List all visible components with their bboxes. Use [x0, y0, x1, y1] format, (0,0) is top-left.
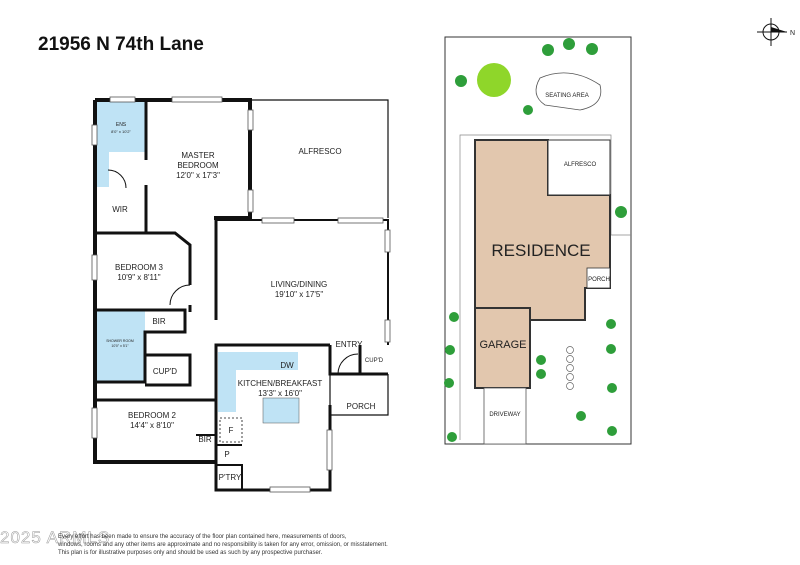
label-bir-2: BIR [198, 435, 212, 444]
porch-outline [329, 374, 389, 416]
kitchen-island [262, 397, 300, 424]
label-entry: ENTRY [336, 340, 364, 349]
label-shower-dim: 10'0" x 5'1" [111, 344, 129, 348]
fridge [219, 417, 243, 443]
alfresco-outline [250, 99, 389, 218]
ensuite-area [97, 102, 145, 152]
label-shower: SHOWER ROOM [106, 339, 134, 343]
label-master: MASTER [181, 151, 215, 160]
wall [196, 434, 243, 490]
door-swing [107, 169, 359, 375]
seating-area [535, 72, 602, 111]
label-cupd: CUP'D [153, 367, 177, 376]
site-label-garage: GARAGE [479, 339, 526, 351]
label-porch: PORCH [347, 402, 376, 411]
disclaimer-line: This plan is for illustrative purposes o… [58, 550, 323, 556]
wall [93, 100, 216, 464]
windows [91, 96, 391, 493]
trees [444, 38, 627, 442]
disclaimer: Every effort has been made to ensure the… [20, 533, 438, 557]
site-label-alfresco: ALFRESCO [564, 162, 597, 168]
label-wir: WIR [112, 205, 128, 214]
label-pantry-p: P [224, 450, 229, 459]
label-bed2-dim: 14'4" x 8'10" [130, 421, 174, 430]
north-arrow-icon: N [757, 18, 795, 46]
label-living-dim: 19'10" x 17'5" [275, 290, 323, 299]
watermark: 2025 ARMLS [0, 528, 111, 548]
big-tree [477, 63, 511, 97]
kitchen-bench-side [218, 352, 236, 412]
disclaimer-line: Every effort has been made to ensure the… [58, 534, 347, 540]
wall [95, 308, 192, 387]
wall [95, 231, 192, 312]
label-alfresco: ALFRESCO [298, 147, 341, 156]
garage-shape [474, 307, 531, 389]
label-ptry: P'TRY [219, 473, 242, 482]
disclaimer-line: windows, rooms and any other items are a… [58, 542, 388, 548]
stepping-stones [566, 346, 574, 390]
shower-room-area [97, 310, 145, 382]
north-label: N [790, 30, 795, 37]
site-label-residence: RESIDENCE [491, 241, 590, 260]
label-dw: DW [280, 361, 294, 370]
label-cupd-2: CUP'D [365, 358, 384, 364]
site-label-driveway: DRIVEWAY [489, 412, 520, 418]
label-kitchen: KITCHEN/BREAKFAST [238, 379, 323, 388]
label-bed3-dim: 10'9" x 8'11" [117, 273, 160, 282]
label-bir: BIR [152, 317, 166, 326]
label-ens-dim: 8'0" x 10'2" [111, 129, 131, 134]
site-label-porch: PORCH [588, 277, 610, 283]
label-bed3: BEDROOM 3 [115, 263, 164, 272]
label-master-2: BEDROOM [177, 161, 219, 170]
label-fridge: F [229, 426, 234, 435]
kitchen-bench [218, 352, 298, 370]
label-living: LIVING/DINING [271, 280, 327, 289]
label-ens: ENS [116, 122, 127, 128]
label-kitchen-dim: 13'3" x 16'0" [258, 389, 302, 398]
label-bed2: BEDROOM 2 [128, 411, 177, 420]
label-master-dim: 12'0" x 17'3" [176, 171, 220, 180]
driveway [483, 387, 527, 445]
site-label-seating: SEATING AREA [545, 93, 589, 99]
site-plan: SEATING AREA ALFRESCO RESIDENCE PORCH GA… [444, 36, 632, 445]
page-title: 21956 N 74th Lane [38, 34, 204, 55]
ensuite-wc [97, 152, 109, 187]
